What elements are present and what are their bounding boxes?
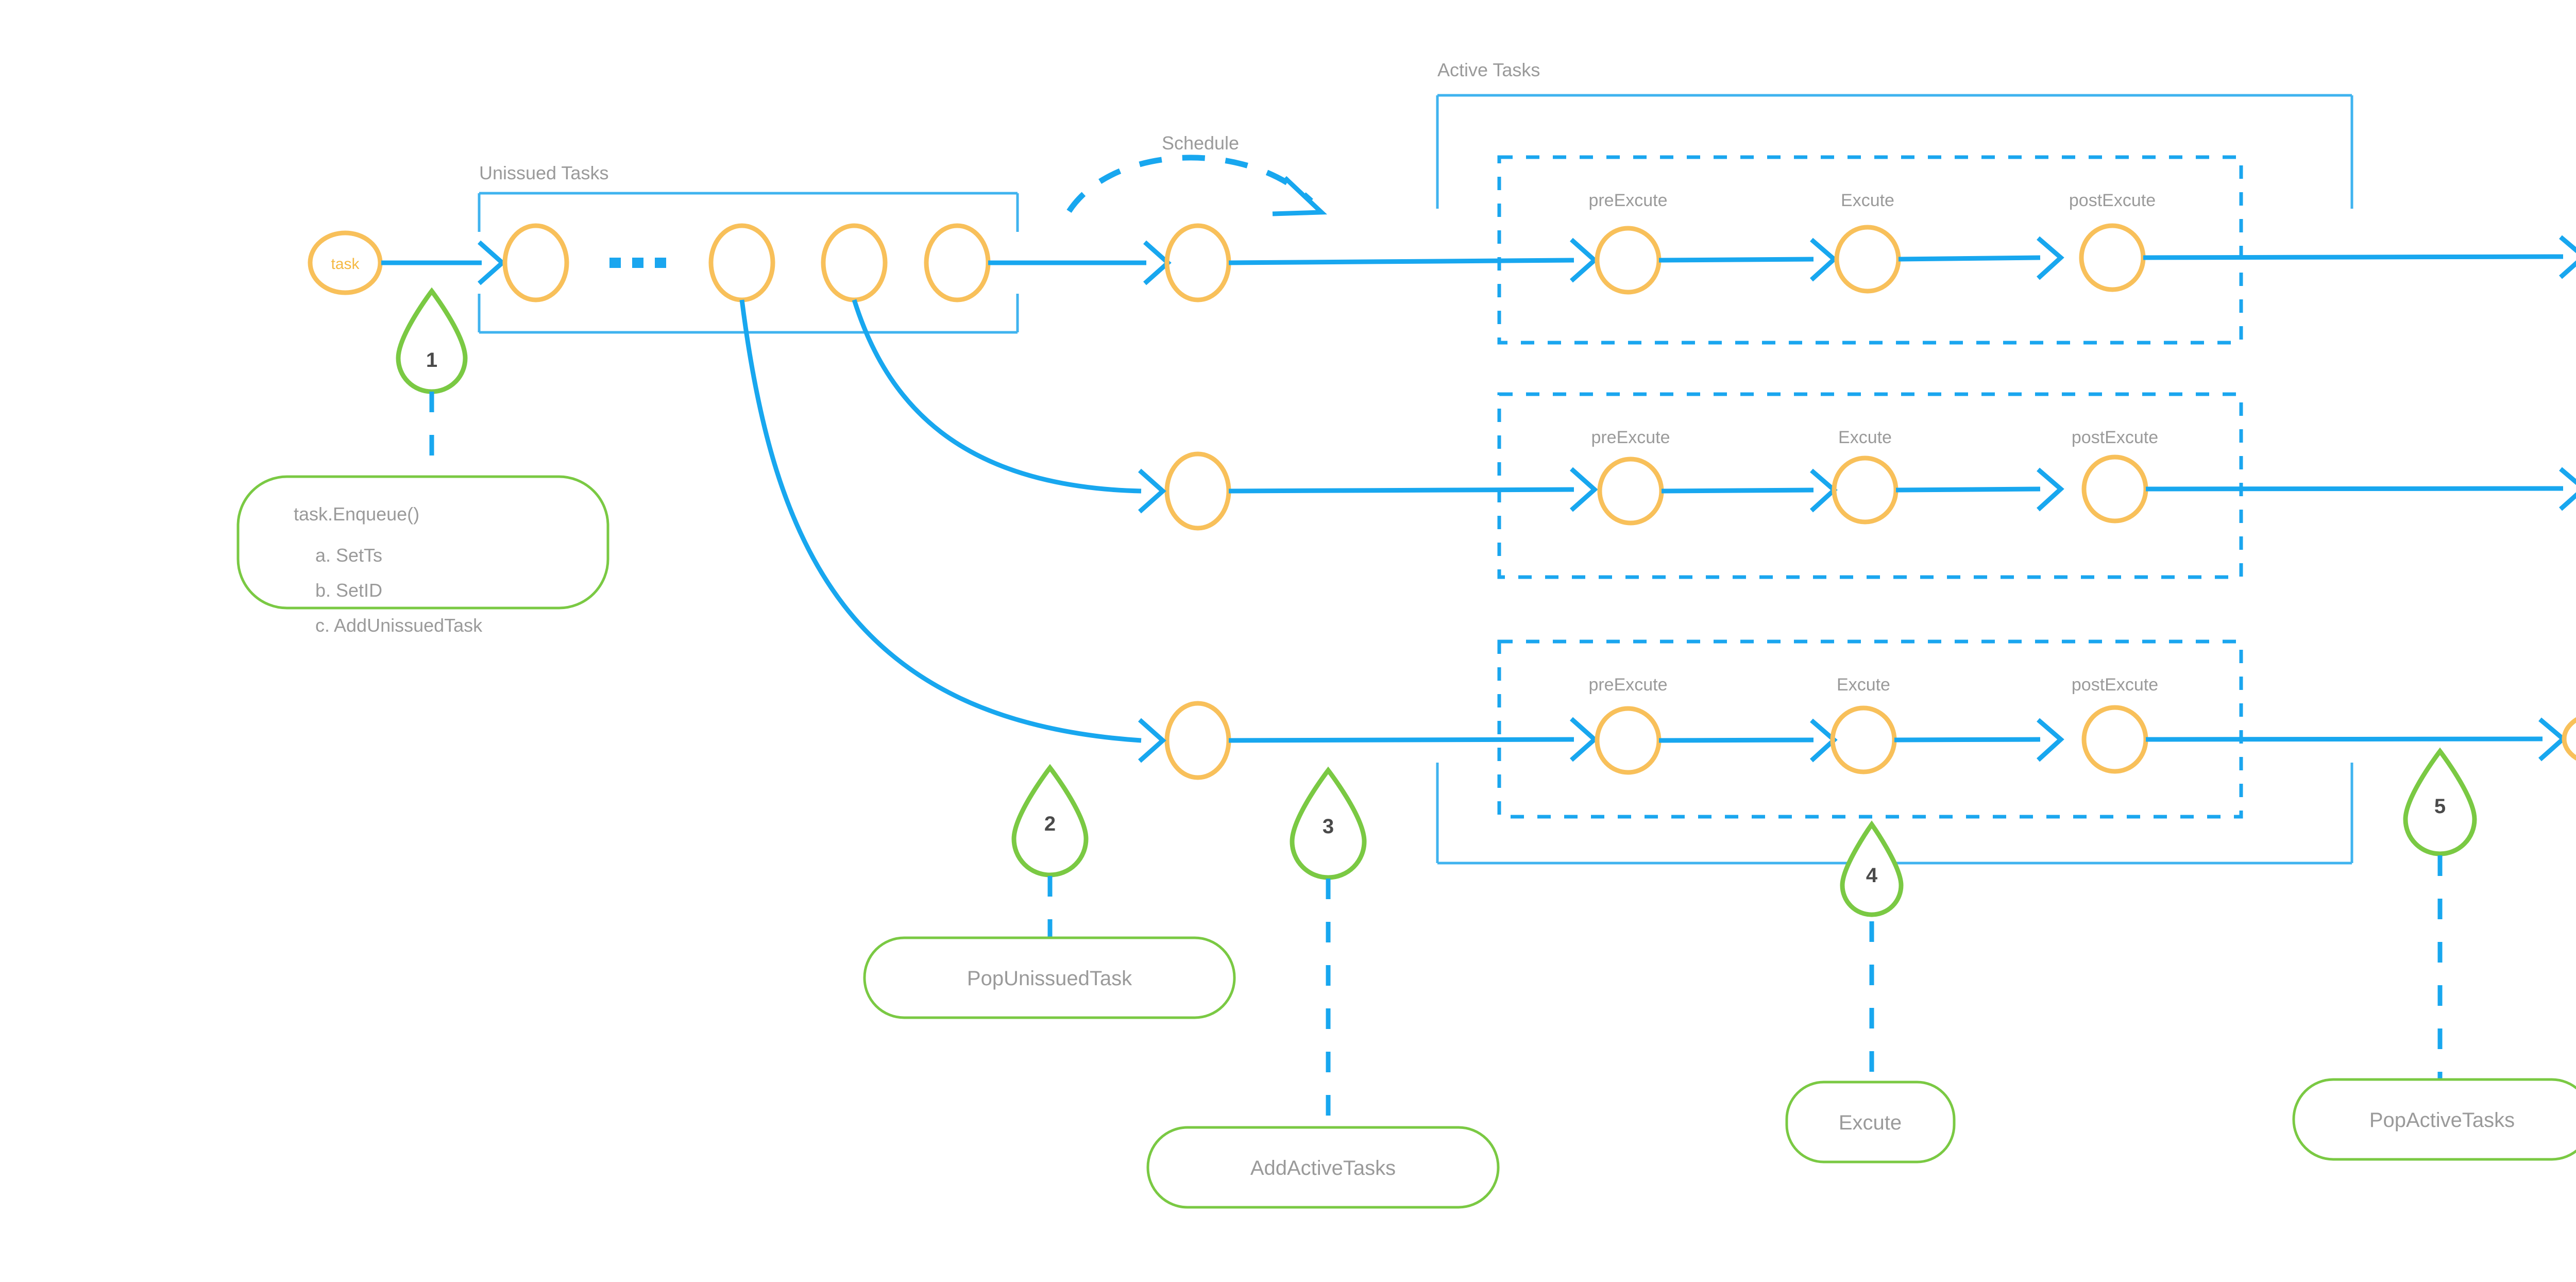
pipeline-box-2 bbox=[1497, 392, 2243, 579]
marker-5: 5 bbox=[2403, 747, 2477, 1113]
active-tasks-label: Active Tasks bbox=[1437, 59, 1540, 80]
note-pop-active-label: PopActiveTasks bbox=[2369, 1109, 2515, 1132]
row3-poststage-label: postExcute bbox=[2072, 675, 2158, 695]
note-enqueue: task.Enqueue() a. SetTs b. SetID c. AddU… bbox=[236, 475, 609, 636]
row3-prestage-label: preExcute bbox=[1588, 675, 1667, 695]
marker-4-number: 4 bbox=[1866, 864, 1878, 887]
row1-execstage-label: Excute bbox=[1841, 191, 1894, 210]
row2-execstage-label: Excute bbox=[1838, 428, 1892, 447]
task-node-label: task bbox=[331, 256, 360, 273]
schedule-arc bbox=[1066, 155, 1327, 216]
unissued-tasks-bracket bbox=[478, 192, 1019, 334]
pipeline-box-3 bbox=[1497, 639, 2243, 819]
ellipsis-dots bbox=[609, 258, 666, 268]
schedule-label: Schedule bbox=[1162, 132, 1239, 154]
row3-execstage-label: Excute bbox=[1837, 675, 1890, 695]
marker-5-number: 5 bbox=[2434, 795, 2446, 818]
marker-2-number: 2 bbox=[1044, 813, 1056, 835]
marker-1-number: 1 bbox=[426, 349, 437, 372]
row2-prestage-label: preExcute bbox=[1591, 428, 1670, 447]
task-node: task bbox=[308, 230, 383, 295]
row-2: preExcute Excute postExcute bbox=[1164, 392, 2576, 579]
note-enqueue-title: task.Enqueue() bbox=[294, 503, 419, 525]
marker-3-number: 3 bbox=[1323, 815, 1334, 838]
note-enqueue-step-a: a. SetTs bbox=[315, 545, 382, 566]
marker-1: 1 bbox=[396, 287, 468, 479]
arrow-queue-to-schedule bbox=[988, 240, 1172, 285]
note-add-active-label: AddActiveTasks bbox=[1250, 1157, 1396, 1179]
row-3: preExcute Excute postExcute bbox=[1164, 639, 2576, 819]
row3-final-node bbox=[2562, 717, 2576, 761]
note-pop-unissued: PopUnissuedTask bbox=[863, 936, 1236, 1019]
unissued-queue-nodes bbox=[502, 223, 991, 302]
row2-poststage-label: postExcute bbox=[2072, 428, 2158, 447]
unissued-tasks-label: Unissued Tasks bbox=[479, 162, 608, 183]
note-enqueue-step-c: c. AddUnissuedTask bbox=[315, 615, 483, 636]
arrow-task-to-queue bbox=[381, 240, 506, 285]
note-excute-label: Excute bbox=[1839, 1111, 1902, 1134]
row1-prestage-label: preExcute bbox=[1588, 191, 1667, 210]
note-excute: Excute bbox=[1785, 1081, 1956, 1163]
marker-2: 2 bbox=[1011, 764, 1089, 974]
row-1: preExcute Excute postExcute bbox=[1164, 155, 2576, 345]
pipeline-box-1 bbox=[1497, 155, 2243, 345]
note-enqueue-step-b: b. SetID bbox=[315, 580, 382, 601]
marker-4: 4 bbox=[1840, 820, 1904, 1082]
queue-feeder-curves bbox=[739, 299, 1166, 763]
note-pop-unissued-label: PopUnissuedTask bbox=[967, 967, 1132, 990]
note-pop-active: PopActiveTasks bbox=[2292, 1078, 2576, 1161]
row1-poststage-label: postExcute bbox=[2069, 191, 2156, 210]
marker-3: 3 bbox=[1290, 766, 1367, 1162]
note-add-active: AddActiveTasks bbox=[1146, 1126, 1500, 1209]
